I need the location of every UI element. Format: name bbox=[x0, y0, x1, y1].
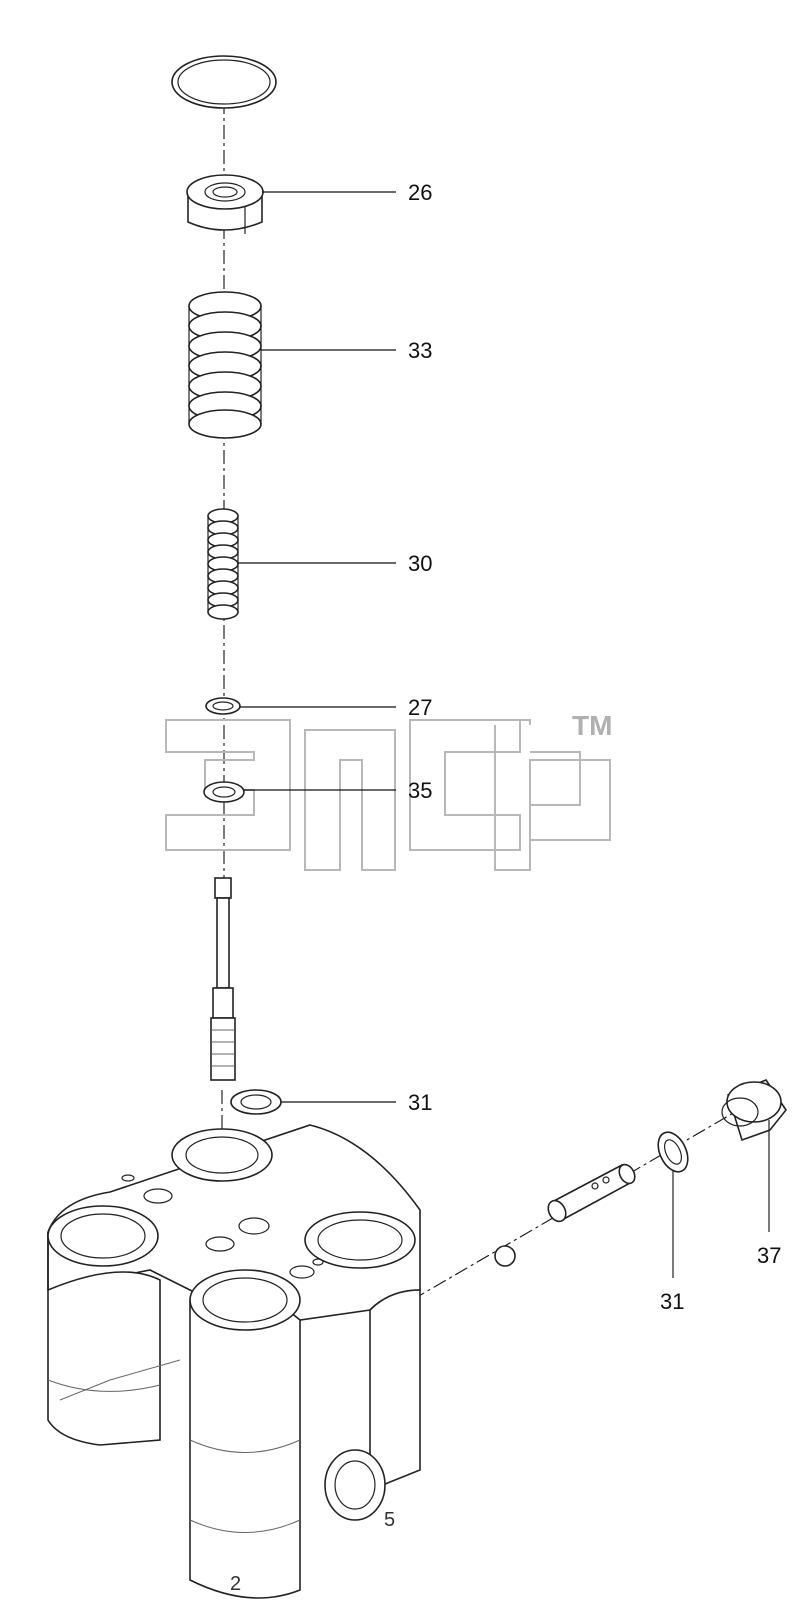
callout-35: 35 bbox=[408, 778, 432, 803]
valve-stem bbox=[210, 877, 236, 1081]
watermark-logo: TM bbox=[165, 710, 612, 871]
callout-31-side: 31 bbox=[660, 1289, 684, 1314]
valve-housing: 2 5 bbox=[47, 1124, 421, 1599]
callout-33: 33 bbox=[408, 338, 432, 363]
watermark-trademark: TM bbox=[572, 710, 612, 741]
part-31-washer-center bbox=[230, 1089, 282, 1115]
callout-26: 26 bbox=[408, 180, 432, 205]
part-33-large-spring bbox=[188, 291, 262, 439]
part-37-plug bbox=[721, 1079, 787, 1232]
part-27-washer bbox=[205, 697, 241, 715]
side-spool bbox=[547, 1163, 636, 1223]
part-35-washer bbox=[203, 781, 245, 803]
callout-37: 37 bbox=[757, 1243, 781, 1268]
o-ring-top bbox=[171, 55, 277, 109]
part-31-washer-side bbox=[657, 1131, 689, 1278]
callout-31-center: 31 bbox=[408, 1090, 432, 1115]
part-30-small-spring bbox=[207, 508, 239, 620]
part-26-nut bbox=[186, 174, 264, 234]
housing-mark-right: 5 bbox=[384, 1509, 395, 1531]
housing-mark-left: 2 bbox=[230, 1573, 241, 1595]
callout-27: 27 bbox=[408, 695, 432, 720]
callout-30: 30 bbox=[408, 551, 432, 576]
check-ball bbox=[494, 1245, 516, 1267]
